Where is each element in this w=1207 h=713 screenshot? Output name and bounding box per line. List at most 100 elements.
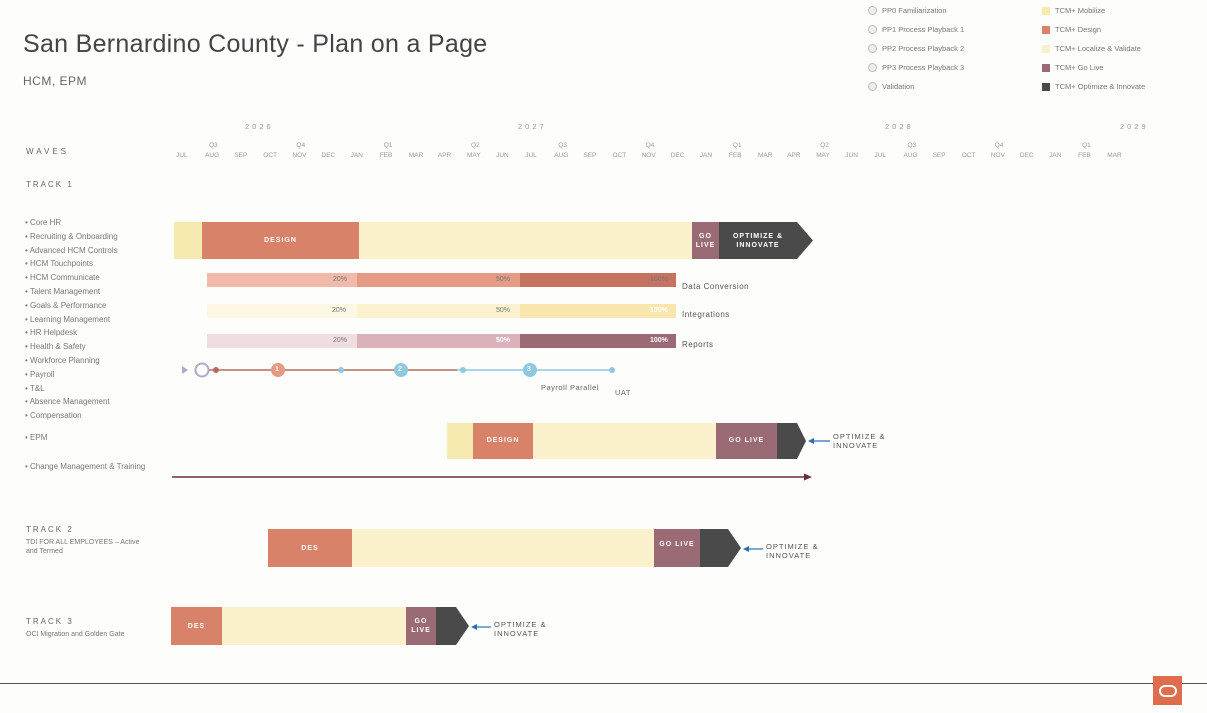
month-label: JUN [845,152,858,159]
track1-list-item: • Payroll [25,369,55,379]
quarter-label: Q4 [296,142,306,149]
track1-list-item: • Advanced HCM Controls [25,245,118,255]
year-label: 2028 [885,122,914,131]
reports-label: Reports [682,340,714,349]
track1-list-item: • Recruiting & Onboarding [25,231,118,241]
milestone-dot-icon [609,367,615,373]
year-label: 2027 [518,122,547,131]
epm-localize-phase [533,423,716,459]
dataconv-p2: 50% [496,276,511,283]
pp1-circle-icon [271,363,285,377]
quarter-label: Q1 [1082,142,1091,149]
month-label: JAN [699,152,713,159]
epm-optimize-pointer-icon [808,438,830,444]
reports-p3: 100% [650,337,668,344]
legend-item-design: TCM+ Design [1042,25,1101,34]
track3-optimize-arrow [436,607,469,645]
epm-item: • EPM [25,433,48,442]
track1-list-item: • HCM Communicate [25,273,100,283]
epm-design-label: DESIGN [486,437,520,444]
integrations-seg2 [357,304,520,318]
quarter-label: Q3 [209,142,218,149]
page-title: San Bernardino County - Plan on a Page [23,30,488,58]
quarter-label: Q4 [645,142,655,149]
month-label: JUN [496,152,509,159]
swatch-icon [1042,82,1050,91]
legend-item-optimize: TCM+ Optimize & Innovate [1042,82,1145,91]
epm-golive-phase [716,423,777,459]
circle-icon [868,6,877,15]
track2-golive-label: GO LIVE [659,541,695,548]
epm-optimize-arrow [777,423,806,459]
month-label: FEB [1078,152,1091,159]
legend-item-localize: TCM+ Localize & Validate [1042,44,1141,53]
pp0-circle-icon [194,362,210,378]
track1-list-item: • Learning Management [25,314,111,324]
reports-p1: 20% [333,337,348,344]
payroll-milestones [182,362,615,378]
month-label: FEB [728,152,742,159]
design-phase [202,222,359,259]
legend-item-pp1: PP1 Process Playback 1 [868,25,964,34]
quarter-label: Q1 [383,142,393,149]
legend-item-pp0: PP0 Familiarization [868,6,947,15]
optimize-label: OPTIMIZE & INNOVATE [732,233,784,249]
legend-item-mobilize: TCM+ Mobilize [1042,6,1105,15]
quarter-label: Q1 [732,142,742,149]
track3-optimize-label: OPTIMIZE & INNOVATE [494,620,547,638]
month-label: MAR [1107,152,1122,159]
integrations-label: Integrations [682,310,730,319]
month-label: SEP [583,152,597,159]
month-label: OCT [612,152,627,159]
month-label: FEB [379,152,393,159]
swatch-icon [1042,6,1050,15]
swatch-icon [1042,44,1050,53]
reports-seg2 [357,334,520,348]
integrations-p3: 100% [650,307,668,314]
track2-optimize-arrow [700,529,741,567]
dataconv-seg1 [207,273,357,287]
track2-localize-phase [352,529,654,567]
quarter-label: Q2 [471,142,480,149]
track1-list-item: • T&L [25,383,45,393]
month-label: MAR [758,152,773,159]
month-label: OCT [263,152,278,159]
track2-design-phase [268,529,352,567]
month-label: APR [437,152,452,159]
quarter-label: Q3 [907,142,917,149]
month-label: DEC [670,152,685,159]
oracle-logo-icon [1153,676,1182,705]
track1-list-item: • Talent Management [25,287,101,296]
integrations-seg1 [207,304,357,318]
circle-icon [868,82,877,91]
localize-phase [359,222,692,259]
reports-seg3 [520,334,676,348]
month-label: AUG [903,152,918,159]
dataconv-p1: 20% [333,276,348,283]
month-label: NOV [641,152,656,159]
change-mgmt-arrow [172,473,812,481]
month-label: MAY [467,152,481,159]
track2-sub: TDI FOR ALL EMPLOYEES – Active and Terme… [26,539,140,555]
track3-design-phase [171,607,222,645]
track2-label: TRACK 2 [26,525,74,534]
swatch-icon [1042,25,1050,34]
month-label: JUL [176,152,188,159]
integrations-p2: 50% [496,307,511,314]
integrations-p1: 20% [332,307,347,314]
quarter-label: Q4 [994,142,1004,149]
epm-design-phase [473,423,533,459]
reports-p2: 50% [496,337,511,344]
track1-list-item: • Absence Management [25,397,110,407]
legend-item-validation: Validation [868,82,914,91]
footer-divider [0,683,1207,684]
milestone-3: 3 [527,366,531,373]
dataconv-seg3 [520,273,676,287]
uat-label: UAT [615,388,631,397]
track1-list-item: • Core HR [25,218,62,227]
track3-localize-phase [222,607,406,645]
legend-item-pp2: PP2 Process Playback 2 [868,44,964,53]
track2-optimize-pointer-icon [743,546,763,552]
dataconv-label: Data Conversion [682,282,750,291]
track2-design-label: DES [301,545,319,552]
